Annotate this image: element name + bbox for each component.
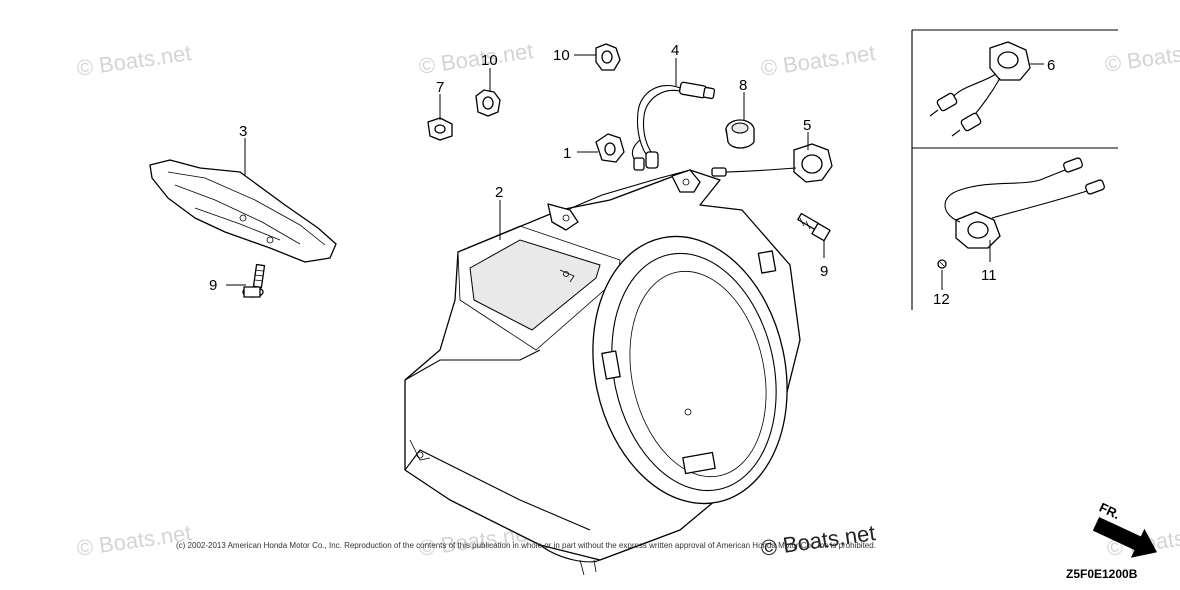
callout-4: 4 bbox=[671, 42, 679, 59]
watermark: © Boats bbox=[1103, 41, 1180, 77]
callout-2: 2 bbox=[495, 184, 503, 201]
callout-9: 9 bbox=[209, 277, 217, 294]
callout-11: 11 bbox=[981, 267, 997, 284]
part-1-clip bbox=[595, 133, 625, 163]
part-3-shroud-plate bbox=[149, 159, 337, 263]
callout-10: 10 bbox=[553, 47, 570, 64]
callout-10: 10 bbox=[481, 52, 498, 69]
inset-frame bbox=[911, 29, 1118, 310]
diagram-code: Z5F0E1200B bbox=[1066, 567, 1138, 581]
part-9-bolt-right bbox=[797, 212, 831, 242]
part-8-grommet bbox=[725, 119, 755, 149]
part-5-switch bbox=[711, 143, 833, 183]
copyright-notice: (c) 2002-2013 American Honda Motor Co., … bbox=[176, 541, 876, 550]
watermark: © Boats.net bbox=[759, 40, 877, 81]
callout-9: 9 bbox=[820, 263, 828, 280]
watermark: © Boats.net bbox=[417, 38, 535, 79]
part-4-wire-harness bbox=[631, 81, 716, 171]
part-10-clip-b bbox=[595, 43, 621, 71]
part-2-fan-cover bbox=[404, 169, 801, 576]
part-11-switch bbox=[944, 157, 1105, 249]
callout-5: 5 bbox=[803, 117, 811, 134]
callouts: 3 9 7 10 10 4 1 8 5 9 2 6 11 12 bbox=[209, 42, 1055, 308]
callout-12: 12 bbox=[933, 291, 950, 308]
callout-6: 6 bbox=[1047, 57, 1055, 74]
callout-7: 7 bbox=[436, 79, 444, 96]
part-10-clip-a bbox=[475, 89, 501, 117]
part-7-clip bbox=[427, 117, 453, 141]
callout-8: 8 bbox=[739, 77, 747, 94]
part-9-bolt-left bbox=[242, 263, 266, 298]
leader-lines bbox=[226, 54, 1044, 290]
part-12-screw bbox=[937, 259, 947, 269]
part-6-sensor bbox=[929, 41, 1031, 137]
callout-1: 1 bbox=[563, 145, 571, 162]
callout-3: 3 bbox=[239, 123, 247, 140]
watermark: © Boats.net bbox=[75, 40, 193, 81]
